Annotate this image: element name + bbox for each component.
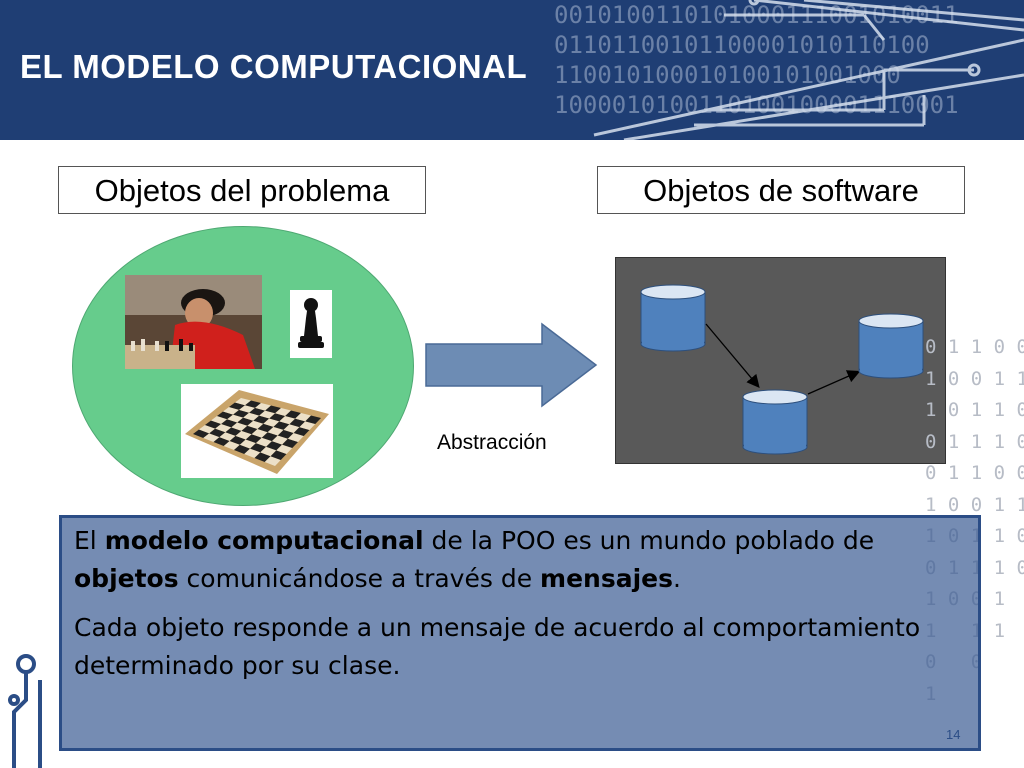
software-object-cylinder: [640, 284, 706, 352]
paragraph-model: El modelo computacional de la POO es un …: [74, 522, 964, 598]
pawn-image: [290, 290, 332, 358]
software-objects-panel: [615, 257, 946, 464]
paragraph-response: Cada objeto responde a un mensaje de acu…: [74, 613, 921, 680]
slide-title: EL MODELO COMPUTACIONAL: [20, 48, 528, 85]
bold-term: objetos: [74, 564, 179, 593]
chessboard-image: [181, 384, 333, 478]
bold-term: modelo computacional: [104, 526, 424, 555]
text-run: El: [74, 526, 105, 555]
software-object-cylinder: [742, 389, 808, 455]
abstraction-label: Abstracción: [437, 431, 547, 454]
chess-player-photo: [125, 275, 262, 369]
software-objects-label: Objetos de software: [597, 166, 965, 214]
slide-header: 0010100110101000111001010011 01101100101…: [0, 0, 1024, 140]
circuit-decoration-icon: [8, 654, 42, 768]
software-object-cylinder: [858, 313, 924, 379]
page-number: 14: [946, 727, 961, 742]
pawn-icon: [298, 298, 324, 348]
bold-term: mensajes: [540, 564, 673, 593]
circuit-lines-decoration: [593, 0, 1024, 140]
text-run: comunicándose a través de: [178, 564, 541, 593]
text-run: de la POO es un mundo poblado de: [423, 526, 875, 555]
abstraction-arrow: [425, 322, 598, 408]
text-run: .: [673, 564, 681, 593]
explanation-box: El modelo computacional de la POO es un …: [59, 515, 981, 751]
problem-objects-label: Objetos del problema: [58, 166, 426, 214]
